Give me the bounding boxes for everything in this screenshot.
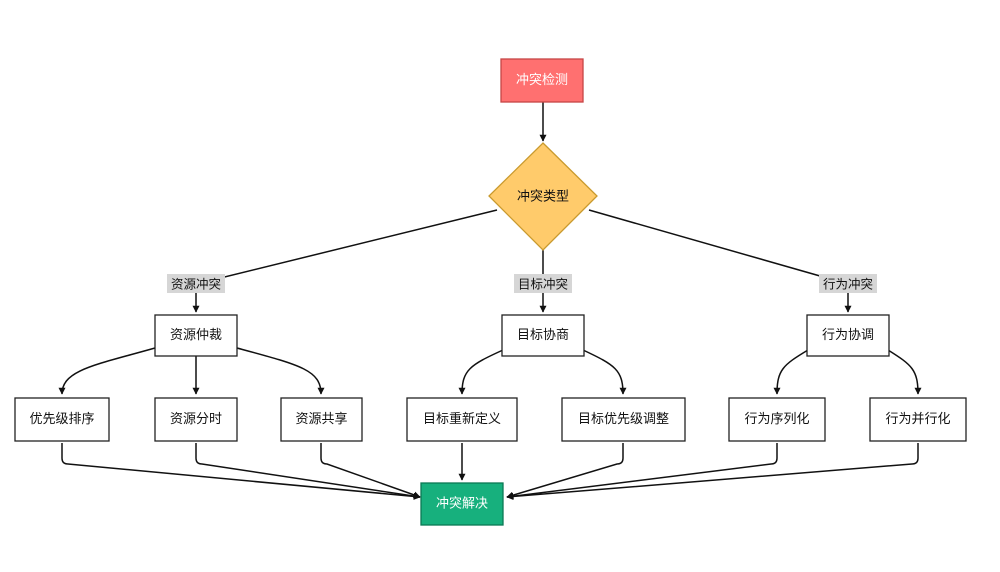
node-goal-redefinition[interactable]: 目标重新定义 <box>406 397 518 442</box>
edges <box>58 102 922 500</box>
node-conflict-resolved-label: 冲突解决 <box>436 496 488 512</box>
node-goal-negotiation-shape <box>501 314 585 357</box>
node-conflict-detection[interactable]: 冲突检测 <box>500 58 584 103</box>
node-behavior-coordination[interactable]: 行为协调 <box>806 314 890 357</box>
node-goal-priority-adjust-shape <box>561 397 686 442</box>
edge-parallel-to-end <box>506 443 919 500</box>
edge-label-goal-conflict-text: 目标冲突 <box>518 277 568 292</box>
node-goal-redefinition-shape <box>406 397 518 442</box>
node-goal-negotiation-label: 目标协商 <box>517 328 569 343</box>
node-resource-arbitration-label: 资源仲裁 <box>170 327 222 343</box>
edge-share-to-end <box>320 443 421 499</box>
node-goal-negotiation[interactable]: 目标协商 <box>501 314 585 357</box>
node-resource-time-sharing[interactable]: 资源分时 <box>154 397 238 442</box>
node-behavior-coordination-shape <box>806 314 890 357</box>
node-resource-sharing-label: 资源共享 <box>295 411 347 427</box>
node-conflict-detection-shape <box>500 58 584 103</box>
node-conflict-detection-label: 冲突检测 <box>516 72 568 88</box>
edge-decision-to-resource <box>192 209 498 313</box>
edge-label-behavior-conflict: 行为冲突 <box>819 274 877 293</box>
edge-label-behavior-conflict-text: 行为冲突 <box>823 277 873 292</box>
edge-decision-to-behavior <box>588 209 852 313</box>
edge-resource-to-priority <box>58 347 156 395</box>
node-conflict-resolved-shape <box>420 482 504 526</box>
edge-goal-to-priority-adjust <box>582 349 627 395</box>
edge-label-goal-conflict: 目标冲突 <box>514 274 572 293</box>
edge-resource-to-share <box>236 347 325 395</box>
edge-goal-to-redefine <box>458 349 504 395</box>
node-conflict-type[interactable]: 冲突类型 <box>488 142 598 251</box>
node-goal-priority-adjust[interactable]: 目标优先级调整 <box>561 397 686 442</box>
node-resource-arbitration[interactable]: 资源仲裁 <box>154 314 238 357</box>
edge-timeshare-to-end <box>195 443 421 500</box>
node-priority-sorting-shape <box>14 397 110 442</box>
node-resource-time-sharing-shape <box>154 397 238 442</box>
edge-behavior-to-parallel <box>887 349 922 395</box>
edge-behavior-to-serialize <box>773 349 809 395</box>
node-behavior-serialization[interactable]: 行为序列化 <box>728 397 826 442</box>
node-behavior-parallelization-label: 行为并行化 <box>885 412 950 427</box>
node-resource-time-sharing-label: 资源分时 <box>170 412 222 427</box>
edge-priority-to-end <box>61 443 421 500</box>
edge-serialize-to-end <box>506 443 778 500</box>
node-resource-arbitration-shape <box>154 314 238 357</box>
edge-priority-adjust-to-end <box>506 443 624 499</box>
node-behavior-parallelization-shape <box>869 397 967 442</box>
node-conflict-type-label: 冲突类型 <box>517 189 569 205</box>
node-resource-sharing[interactable]: 资源共享 <box>280 397 363 442</box>
node-conflict-type-shape <box>488 142 598 251</box>
node-conflict-resolved[interactable]: 冲突解决 <box>420 482 504 526</box>
node-goal-redefinition-label: 目标重新定义 <box>423 411 501 427</box>
node-priority-sorting-label: 优先级排序 <box>29 412 94 427</box>
node-behavior-coordination-label: 行为协调 <box>822 328 874 343</box>
edge-label-resource-conflict: 资源冲突 <box>167 274 225 293</box>
node-priority-sorting[interactable]: 优先级排序 <box>14 397 110 442</box>
node-behavior-serialization-shape <box>728 397 826 442</box>
node-behavior-parallelization[interactable]: 行为并行化 <box>869 397 967 442</box>
edge-label-resource-conflict-text: 资源冲突 <box>171 277 221 292</box>
node-resource-sharing-shape <box>280 397 363 442</box>
node-behavior-serialization-label: 行为序列化 <box>744 412 809 427</box>
node-goal-priority-adjust-label: 目标优先级调整 <box>578 412 669 427</box>
